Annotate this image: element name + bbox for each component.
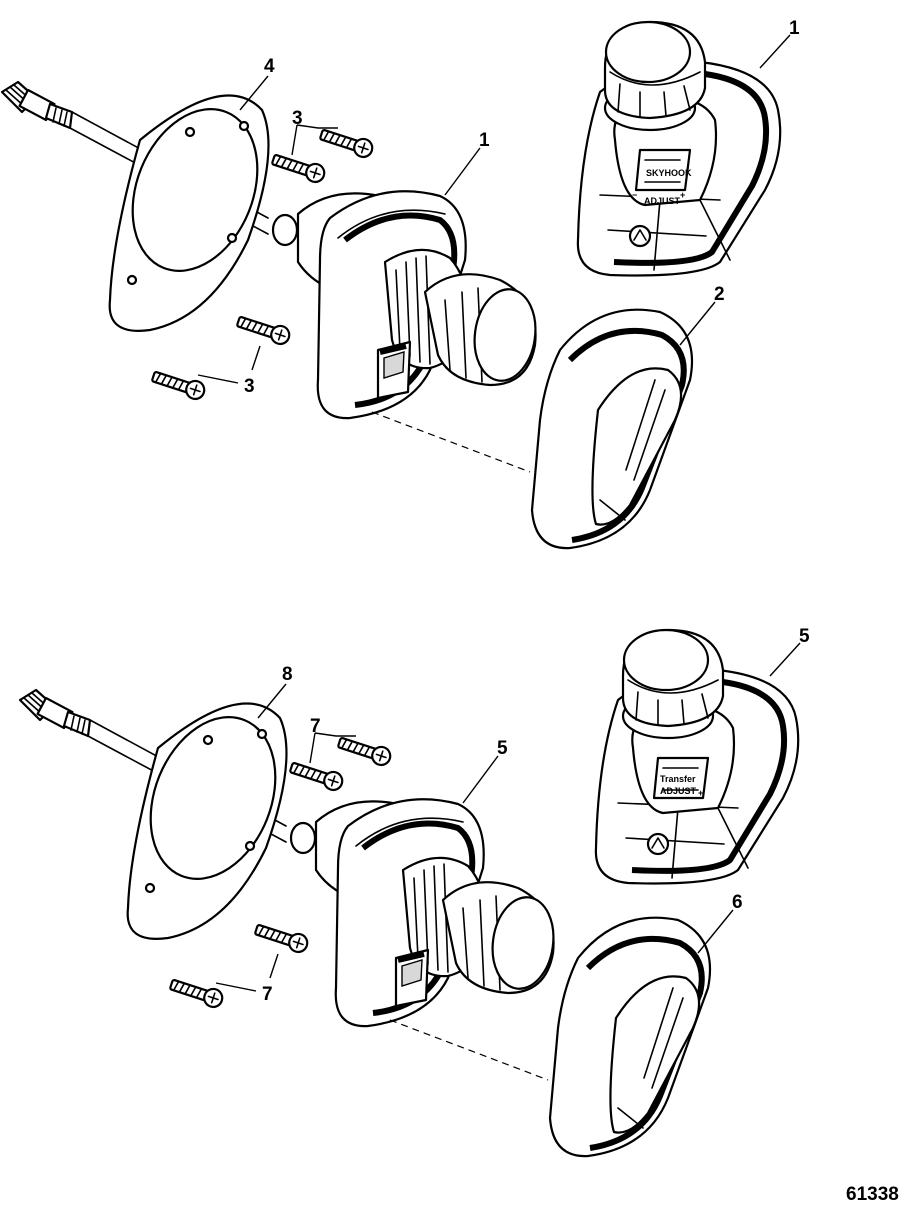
alignment-line-bottom [389,1019,549,1081]
gasket-top [108,89,282,332]
leader-controller-installed-top [444,147,481,196]
leader-gasket-top [239,75,269,111]
callout-screws-upper-bottom: 7 [310,716,321,737]
controller-installed-top [273,191,541,418]
figure-id: 61338 [846,1184,899,1205]
callout-controller-bottom: 5 [799,626,810,647]
skyhook-label: SKYHOOK [646,168,692,178]
screw-top-c [234,311,293,348]
callout-cover-top: 2 [714,284,725,305]
leader-controller-installed-bottom [462,755,499,804]
plus-label: + [680,190,685,200]
callout-gasket-bottom: 8 [282,664,293,685]
leader-screws-upper-top [291,124,338,156]
callout-screws-lower-bottom: 7 [262,984,273,1005]
callout-screws-lower-top: 3 [244,376,255,397]
screw-top-d [149,366,208,403]
screw-bottom-d [167,974,226,1011]
leader-screws-lower-bottom [215,953,279,992]
bottom-assembly: Transfer ADJUST + 8 7 5 5 6 7 [18,626,810,1156]
controller-top-view-top [578,22,780,275]
plus-label-bottom: + [698,788,703,798]
screw-bottom-c [252,919,311,956]
callout-cover-bottom: 6 [732,892,743,913]
trim-cover-top [532,310,692,548]
controller-installed-bottom [291,799,559,1026]
adjust-label-bottom: ADJUST [660,786,697,796]
leader-cover-bottom [697,909,734,954]
callout-controller-top: 1 [789,18,800,39]
top-assembly: SKYHOOK ADJUST − + 4 3 1 1 2 3 [0,18,800,548]
leader-cover-top [679,301,716,346]
leader-screws-lower-top [197,345,261,384]
screw-bottom-a [335,732,394,769]
trim-cover-bottom [550,918,710,1156]
minus-label: − [632,190,637,200]
adjust-label: ADJUST [644,196,681,206]
screw-top-a [317,124,376,161]
transfer-label: Transfer [660,774,696,784]
callout-controller-installed-top: 1 [479,130,490,151]
callout-gasket-top: 4 [264,56,275,77]
leader-controller-top [759,34,791,69]
gasket-bottom [126,697,300,940]
screw-top-b [269,149,328,186]
callout-screws-upper-top: 3 [292,108,303,129]
screw-bottom-b [287,757,346,794]
leader-gasket-bottom [257,683,287,719]
leader-controller-bottom [769,642,801,677]
alignment-line-top [371,411,531,473]
controller-top-view-bottom [596,630,798,883]
leader-screws-upper-bottom [309,732,356,764]
callout-controller-installed-bottom: 5 [497,738,508,759]
